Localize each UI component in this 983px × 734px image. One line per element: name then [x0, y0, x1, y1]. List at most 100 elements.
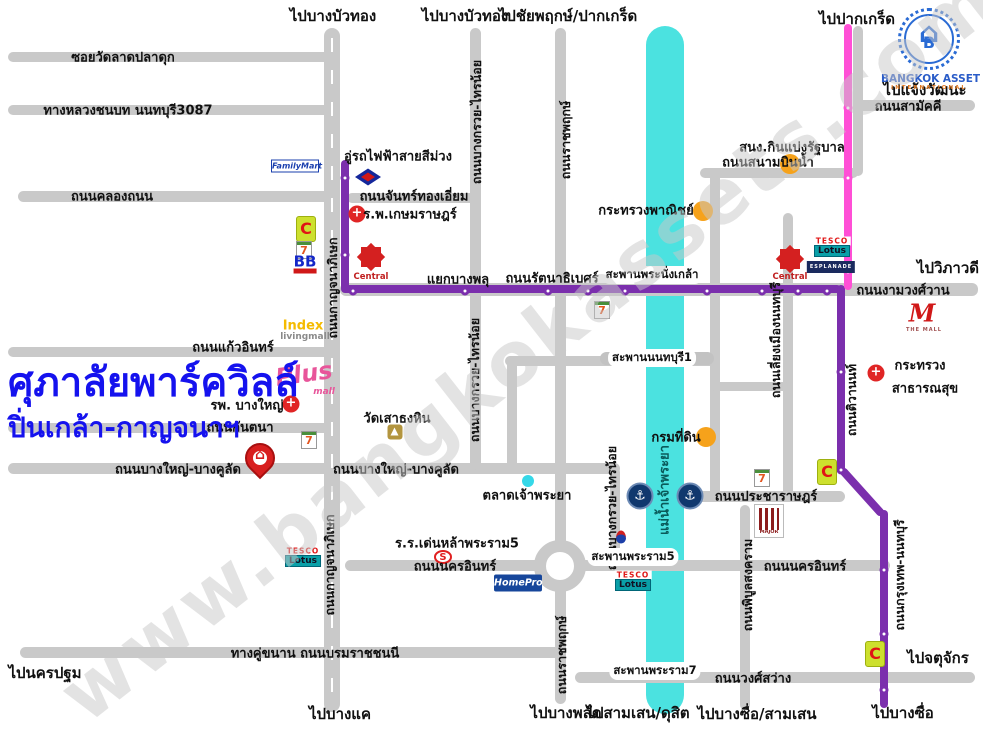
mrt-station — [793, 286, 803, 296]
label-tiwanon: ถนนติวานนท์ — [844, 363, 859, 437]
ferry-pier-icon: ⚓ — [676, 482, 704, 510]
label-kanchanaphisek-2: ถนนกาญจนาภิเษก — [322, 514, 337, 616]
label-khlong-thanon: ถนนคลองถนน — [70, 189, 154, 205]
logo-central-flower — [780, 249, 800, 269]
label-samakkhi: ถนนสามัคคี — [874, 99, 942, 115]
brand-logo: ⌂ B BANGKOK ASSET INTERNATIONAL — [881, 8, 981, 91]
dest-vibhavadi: ไปวิภาวดี — [917, 259, 979, 277]
label-rama7-bridge: สะพานพระราม7 — [609, 662, 701, 680]
logo-index: Index — [282, 318, 324, 334]
logo-lotus: Lotus — [285, 555, 321, 567]
ferry-pier-icon: ⚓ — [626, 482, 654, 510]
label-chan-thong-iam: ถนนจันทร์ทองเอี่ยม — [359, 189, 469, 205]
dest-bang-sue-samsen: ไปบางซื่อ/สามเสน — [697, 705, 817, 723]
dest-nakhon-pathom: ไปนครปฐม — [8, 664, 82, 682]
logo-tesco: TESCO — [284, 546, 322, 556]
shrine-icon — [616, 530, 626, 544]
mrt-station — [879, 685, 889, 695]
road-kanchanaphisek — [324, 28, 340, 712]
dest-samsen-dusit: ไปสามเสน/ดุสิต — [586, 704, 690, 722]
label-bang-yai-bang-khulat-1: ถนนบางใหญ่-บางคูลัด — [115, 462, 241, 478]
label-nakhon-in-2: ถนนนครอินทร์ — [763, 559, 847, 575]
label-borommaratchachonnani: ทางคู่ขนาน ถนนบรมราชชนนี — [230, 646, 400, 662]
dest-bang-bua-thong-2: ไปบางบัวทอง — [421, 7, 509, 25]
road-segment — [575, 672, 975, 683]
road-segment — [8, 423, 332, 433]
brand-name: BANGKOK ASSET — [881, 73, 981, 85]
logo-lotus: Lotus — [814, 245, 850, 257]
label-kaeo-in: ถนนแก้วอินทร์ — [192, 340, 274, 356]
mrt-station — [543, 286, 553, 296]
brand-subtitle: INTERNATIONAL — [891, 85, 967, 91]
mrt-station — [879, 629, 889, 639]
mrt-station — [348, 286, 358, 296]
logo-7-eleven: 7 — [301, 431, 317, 449]
dest-bang-phlat: ไปบางพลัด — [530, 704, 602, 722]
label-sanambinnam: ถนนสนามบินน้ำ — [722, 155, 814, 171]
label-bang-kruai-sai-noi-1: ถนนบางกรวย-ไทรน้อย — [469, 59, 484, 185]
dest-bang-sue: ไปบางซื่อ — [872, 704, 934, 722]
logo-esplanade: ESPLANADE — [806, 261, 856, 273]
mrt-station — [340, 173, 350, 183]
ministry-health-icon: + — [867, 364, 885, 382]
label-purple-line-depot: อู่รถไฟฟ้าสายสีม่วง — [344, 149, 452, 165]
label-soi-wat-lat-pla-duk: ซอยวัดลาดปลาดุก — [71, 50, 175, 66]
road-segment — [783, 213, 793, 498]
road-segment — [700, 168, 858, 178]
logo-7-eleven: 7 — [754, 469, 770, 487]
mrt-pink-station — [843, 173, 853, 183]
road-segment — [470, 28, 481, 470]
dest-bang-khae: ไปบางแค — [308, 705, 372, 723]
road-segment — [18, 191, 335, 202]
label-pracharat: ถนนประชาราษฎร์ — [714, 489, 818, 505]
label-krungthep-nonthaburi: ถนนกรุงเทพ-นนทบุรี — [892, 519, 907, 631]
label-denla-school: ร.ร.เด่นหล้าพระราม5 — [395, 536, 519, 552]
mrt-pink-line — [844, 24, 852, 290]
label-kantana: ถนนกันตนา — [206, 420, 274, 436]
mrt-pink-station — [843, 103, 853, 113]
road-segment — [710, 382, 790, 391]
mrt-purple-line — [880, 510, 888, 708]
road-segment — [853, 100, 975, 111]
logo-plus-mall-text: mall — [313, 387, 335, 397]
mrt-station — [836, 465, 846, 475]
logo-7-eleven: 7 — [296, 241, 312, 259]
mrt-station — [583, 286, 593, 296]
label-highway-3087: ทางหลวงชนบท นนทบุรี3087 — [43, 103, 213, 119]
road-segment — [8, 105, 335, 115]
label-bang-yai-hospital: รพ. บางใหญ่ — [210, 398, 284, 414]
label-wong-sawang: ถนนวงศ์สว่าง — [714, 671, 792, 687]
label-ministry-health-1: กระทรวง — [894, 358, 946, 374]
brand-monogram: B — [922, 33, 936, 52]
mrt-station — [836, 367, 846, 377]
label-phra-nangklao-bridge: สะพานพระนั่งเกล้า — [601, 266, 703, 284]
road-segment — [710, 168, 720, 498]
brand-wreath-icon: ⌂ B — [898, 8, 960, 70]
logo-big-c: C — [817, 459, 837, 485]
logo-index-livingmall: livingmall — [280, 332, 330, 342]
logo-the-mall: M — [908, 298, 936, 328]
logo-big-c: C — [865, 641, 885, 667]
lottery-office-icon — [780, 154, 800, 174]
market-icon — [522, 475, 534, 487]
dest-pak-kret: ไปปากเกร็ด — [818, 10, 896, 28]
house-icon: ⌂ — [918, 16, 940, 49]
label-nonthaburi1-bridge: สะพานนนทบุรี1 — [608, 349, 696, 367]
logo-central: Central — [353, 272, 389, 282]
mrt-station — [879, 565, 889, 575]
mrt-purple-line — [838, 466, 886, 518]
ministry-commerce-icon — [693, 201, 713, 221]
logo-tesco: TESCO — [614, 570, 652, 580]
logo-central-flower — [361, 247, 381, 267]
label-chao-phraya-market: ตลาดเจ้าพระยา — [482, 488, 572, 504]
label-kanchanaphisek-1: ถนนกาญจนาภิเษก — [325, 237, 340, 339]
road-segment — [20, 647, 562, 658]
logo-the-mall-text: THE MALL — [906, 327, 942, 333]
dest-bang-bua-thong-1: ไปบางบัวทอง — [289, 7, 377, 25]
mrt-purple-line — [341, 160, 349, 292]
mrt-station — [822, 286, 832, 296]
road-segment — [505, 356, 653, 366]
road-segment — [8, 52, 335, 62]
bang-yai-hospital-icon: + — [282, 395, 300, 413]
